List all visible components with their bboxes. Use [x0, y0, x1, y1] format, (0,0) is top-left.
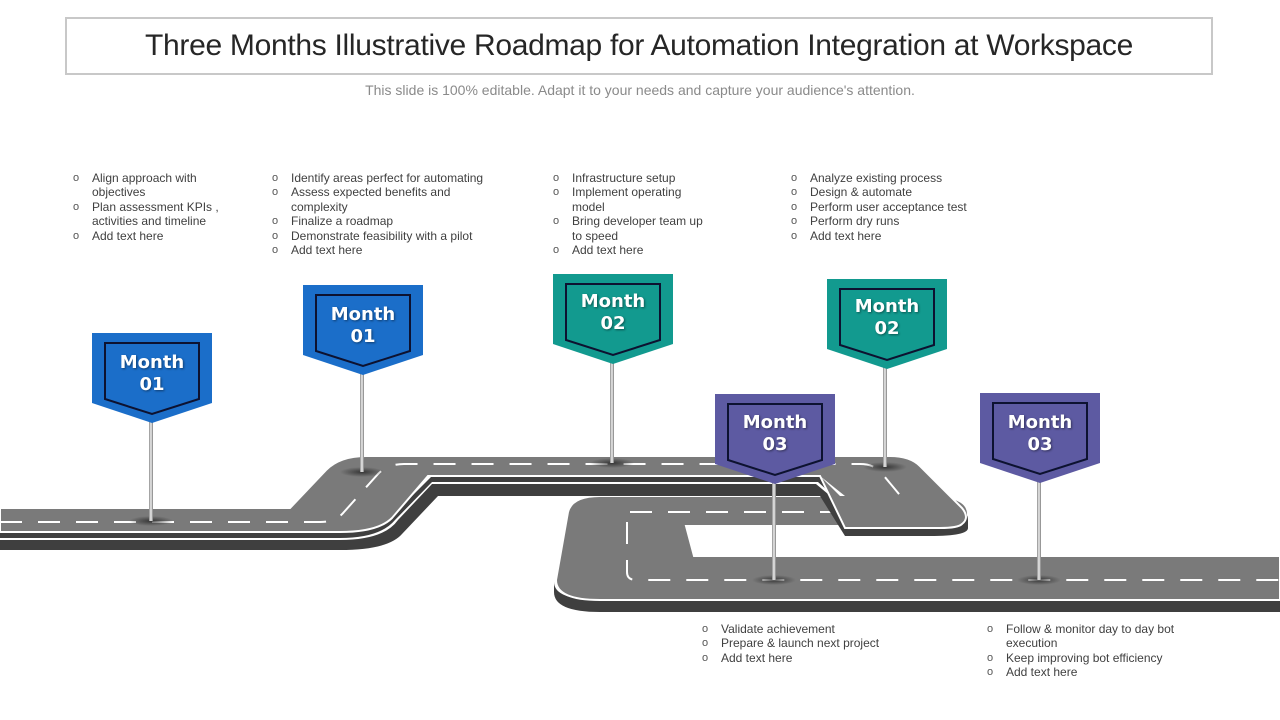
- bullet-item: Keep improving bot efficiency: [987, 651, 1187, 666]
- sign-inner-border: [727, 403, 823, 477]
- bullet-item: Align approach with objectives: [73, 171, 223, 200]
- bullet-item: Assess expected benefits and complexity: [272, 185, 487, 214]
- bullet-item: Add text here: [702, 651, 912, 666]
- sign-board: [827, 279, 947, 369]
- sign-label-month: Month: [742, 412, 808, 433]
- sign-pole: [883, 362, 887, 467]
- bullet-item: Identify areas perfect for automating: [272, 171, 487, 186]
- sign-inner-border: [839, 288, 935, 362]
- sign-label-month: Month: [580, 291, 646, 312]
- bullet-item: Add text here: [791, 229, 991, 244]
- bullet-item: Finalize a roadmap: [272, 214, 487, 229]
- bullet-item: Design & automate: [791, 185, 991, 200]
- title-box: Three Months Illustrative Roadmap for Au…: [65, 17, 1213, 75]
- sign-board: [303, 285, 423, 375]
- sign-label-number: 02: [874, 318, 900, 339]
- slide-title: Three Months Illustrative Roadmap for Au…: [144, 29, 1134, 62]
- sign-pole: [772, 476, 776, 580]
- sign-inner-border: [104, 342, 200, 416]
- milestone-3-bullets: Infrastructure setup Implement operating…: [553, 171, 713, 258]
- bullet-item: Add text here: [272, 243, 487, 258]
- sign-label: Month 02: [827, 296, 947, 340]
- bullet-item: Bring developer team up to speed: [553, 214, 713, 243]
- bullet-item: Implement operating model: [553, 185, 713, 214]
- bullet-item: Perform dry runs: [791, 214, 991, 229]
- sign-pole: [149, 418, 153, 521]
- sign-label: Month 01: [303, 304, 423, 348]
- milestone-5-bullets: Validate achievement Prepare & launch ne…: [702, 622, 912, 666]
- sign-label-month: Month: [854, 296, 920, 317]
- sign-label: Month 03: [980, 412, 1100, 456]
- sign-pole: [1037, 476, 1041, 580]
- sign-label-number: 03: [762, 434, 788, 455]
- milestone-2-bullets: Identify areas perfect for automating As…: [272, 171, 487, 258]
- bullet-item: Analyze existing process: [791, 171, 991, 186]
- sign-label-number: 03: [1027, 434, 1053, 455]
- bullet-item: Perform user acceptance test: [791, 200, 991, 215]
- bullet-item: Follow & monitor day to day bot executio…: [987, 622, 1187, 651]
- sign-label-number: 01: [350, 326, 376, 347]
- bullet-item: Add text here: [987, 665, 1187, 680]
- sign-pole: [360, 370, 364, 472]
- sign-inner-border: [315, 294, 411, 368]
- bullet-item: Plan assessment KPIs , activities and ti…: [73, 200, 223, 229]
- sign-label-month: Month: [330, 304, 396, 325]
- bullet-item: Add text here: [553, 243, 713, 258]
- sign-label-number: 01: [139, 374, 165, 395]
- milestone-1-bullets: Align approach with objectives Plan asse…: [73, 171, 223, 243]
- milestone-6-bullets: Follow & monitor day to day bot executio…: [987, 622, 1187, 680]
- road-upper: [0, 455, 968, 550]
- sign-label-month: Month: [119, 352, 185, 373]
- bullet-item: Prepare & launch next project: [702, 636, 912, 651]
- sign-label: Month 01: [92, 352, 212, 396]
- sign-label-number: 02: [600, 313, 626, 334]
- sign-board: [92, 333, 212, 423]
- sign-label: Month 02: [553, 291, 673, 335]
- sign-board: [715, 394, 835, 484]
- sign-label: Month 03: [715, 412, 835, 456]
- sign-board: [553, 274, 673, 364]
- bullet-item: Infrastructure setup: [553, 171, 713, 186]
- milestone-4-bullets: Analyze existing process Design & automa…: [791, 171, 991, 243]
- sign-label-month: Month: [1007, 412, 1073, 433]
- sign-inner-border: [992, 402, 1088, 476]
- slide-subtitle: This slide is 100% editable. Adapt it to…: [365, 82, 915, 98]
- bullet-item: Validate achievement: [702, 622, 912, 637]
- bullet-item: Add text here: [73, 229, 223, 244]
- bullet-item: Demonstrate feasibility with a pilot: [272, 229, 487, 244]
- sign-inner-border: [565, 283, 661, 357]
- sign-board: [980, 393, 1100, 483]
- sign-pole: [610, 356, 614, 463]
